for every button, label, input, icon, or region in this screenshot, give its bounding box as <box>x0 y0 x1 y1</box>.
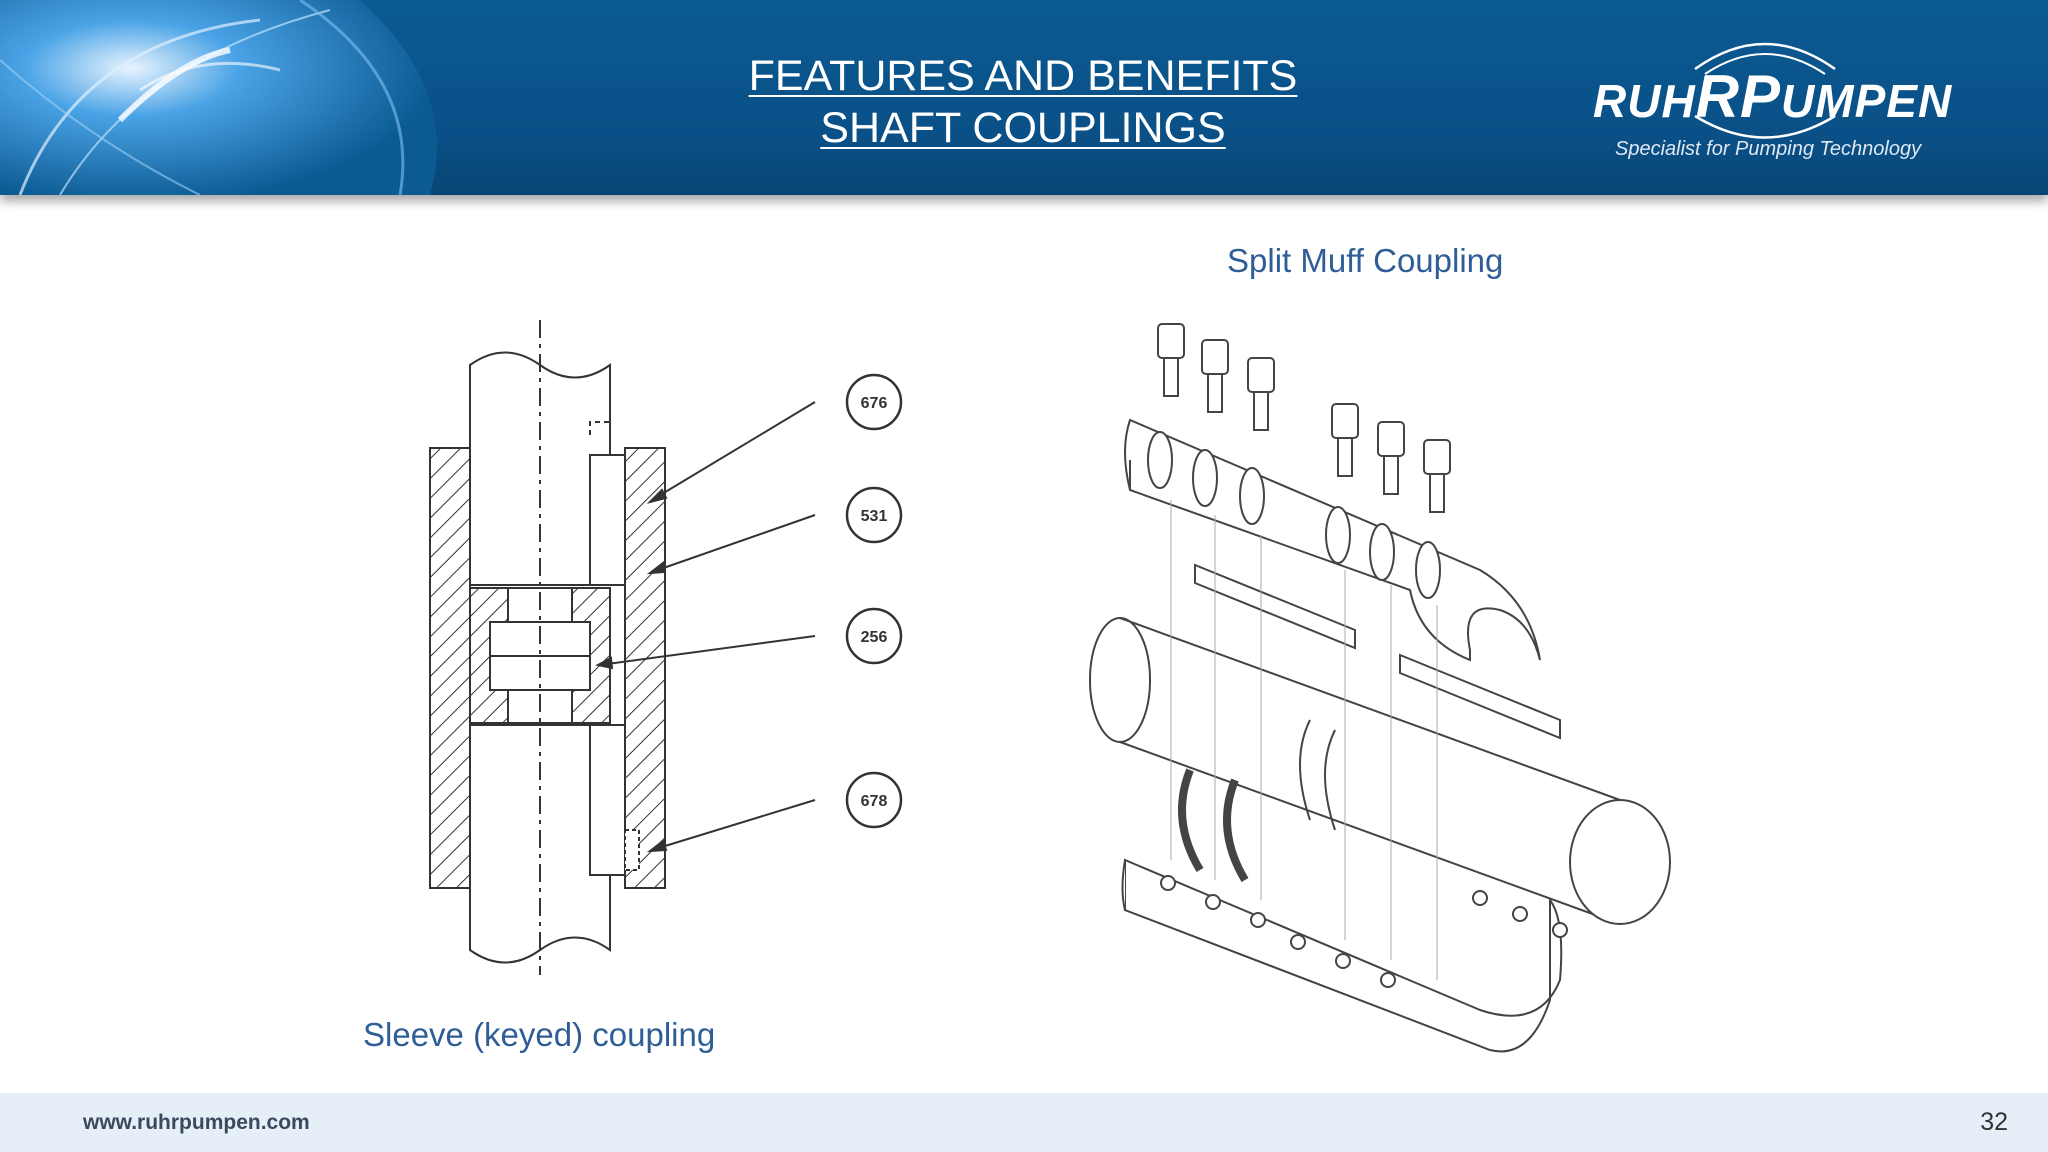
page-number: 32 <box>1980 1108 2008 1136</box>
slide-footer: www.ruhrpumpen.com 32 <box>0 1093 2048 1152</box>
footer-website-link[interactable]: www.ruhrpumpen.com <box>83 1111 310 1134</box>
bolt-icon <box>1157 323 1451 513</box>
callout-531: 531 <box>845 486 903 544</box>
sleeve-coupling-caption: Sleeve (keyed) coupling <box>363 1016 716 1053</box>
title-line-2: SHAFT COUPLINGS <box>820 104 1226 152</box>
company-logo: RUHRPUMPEN Specialist for Pumping Techno… <box>1585 24 2005 174</box>
svg-text:256: 256 <box>861 629 888 646</box>
swirl-decoration <box>0 0 437 195</box>
sleeve-coupling-drawing: 676 531 256 678 <box>429 320 903 975</box>
svg-text:678: 678 <box>861 793 888 810</box>
callout-678: 678 <box>845 771 903 829</box>
svg-text:531: 531 <box>861 508 888 525</box>
slide-title: FEATURES AND BENEFITS SHAFT COUPLINGS <box>700 50 1346 154</box>
title-line-1: FEATURES AND BENEFITS <box>748 52 1298 100</box>
callout-676: 676 <box>845 373 903 431</box>
split-muff-coupling-drawing <box>1089 323 1671 1053</box>
logo-arc-icon <box>1694 42 1836 139</box>
logo-wordmark: RUHRPUMPEN <box>1593 63 1953 130</box>
split-muff-caption: Split Muff Coupling <box>1227 242 1504 279</box>
slide-header: FEATURES AND BENEFITS SHAFT COUPLINGS RU… <box>0 0 2048 195</box>
callout-256: 256 <box>845 607 903 665</box>
logo-tagline: Specialist for Pumping Technology <box>1615 138 1922 160</box>
svg-text:676: 676 <box>861 395 888 412</box>
